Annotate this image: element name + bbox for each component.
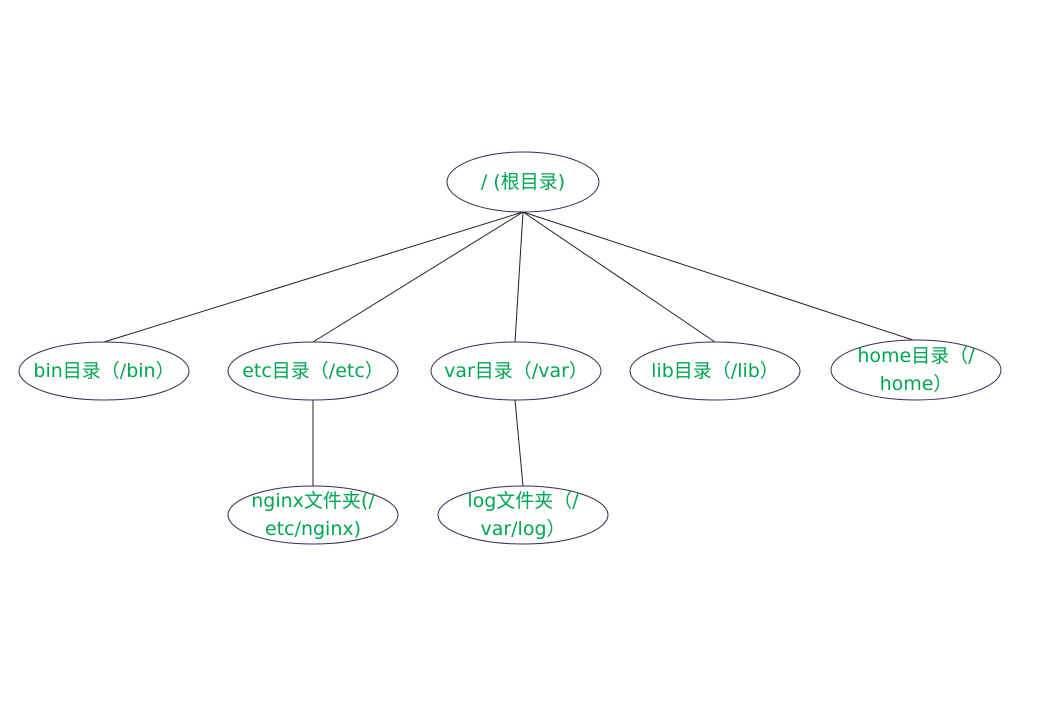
edge-root-to-lib [522,211,716,343]
node-log-label-line-2: var/log） [480,518,565,540]
node-var-label-line-1: var目录（/var） [444,360,588,382]
node-bin-ellipse [18,341,190,401]
node-root: / (根目录) [446,151,600,213]
node-root-label-line-1: / (根目录) [481,171,565,193]
node-home: home目录（/ home） [830,339,1002,401]
node-home-label-line-1: home目录（/ [857,345,975,367]
node-lib-ellipse [629,341,801,401]
node-etc-ellipse [227,341,399,401]
edges-layer [103,211,917,487]
node-root-ellipse [446,151,600,213]
edge-root-to-bin [103,211,524,343]
node-nginx-ellipse [227,485,399,545]
node-home-ellipse [830,339,1002,401]
node-log-ellipse [437,485,609,545]
edge-root-to-etc [312,211,524,343]
node-etc: etc目录（/etc） [227,341,399,401]
node-etc-label-line-1: etc目录（/etc） [242,360,384,382]
node-nginx-label-line-1: nginx文件夹(/ [251,490,375,512]
node-home-label-line-2: home） [880,373,953,395]
node-var-ellipse [430,341,602,401]
nodes-layer: / (根目录) bin目录（/bin） etc目录（/etc） var目录（/var）… [18,151,1002,545]
node-bin: bin目录（/bin） [18,341,190,401]
node-bin-label-line-1: bin目录（/bin） [33,360,174,382]
node-log-label-line-1: log文件夹（/ [467,490,579,512]
node-var: var目录（/var） [430,341,602,401]
node-log: log文件夹（/ var/log） [437,485,609,545]
edge-root-to-home [522,211,917,342]
node-nginx-label-line-2: etc/nginx) [265,518,361,540]
node-lib: lib目录（/lib） [629,341,801,401]
node-lib-label-line-1: lib目录（/lib） [651,360,779,382]
node-nginx: nginx文件夹(/ etc/nginx) [227,485,399,545]
edge-root-to-var [514,211,524,343]
edge-var-to-log [514,399,524,487]
